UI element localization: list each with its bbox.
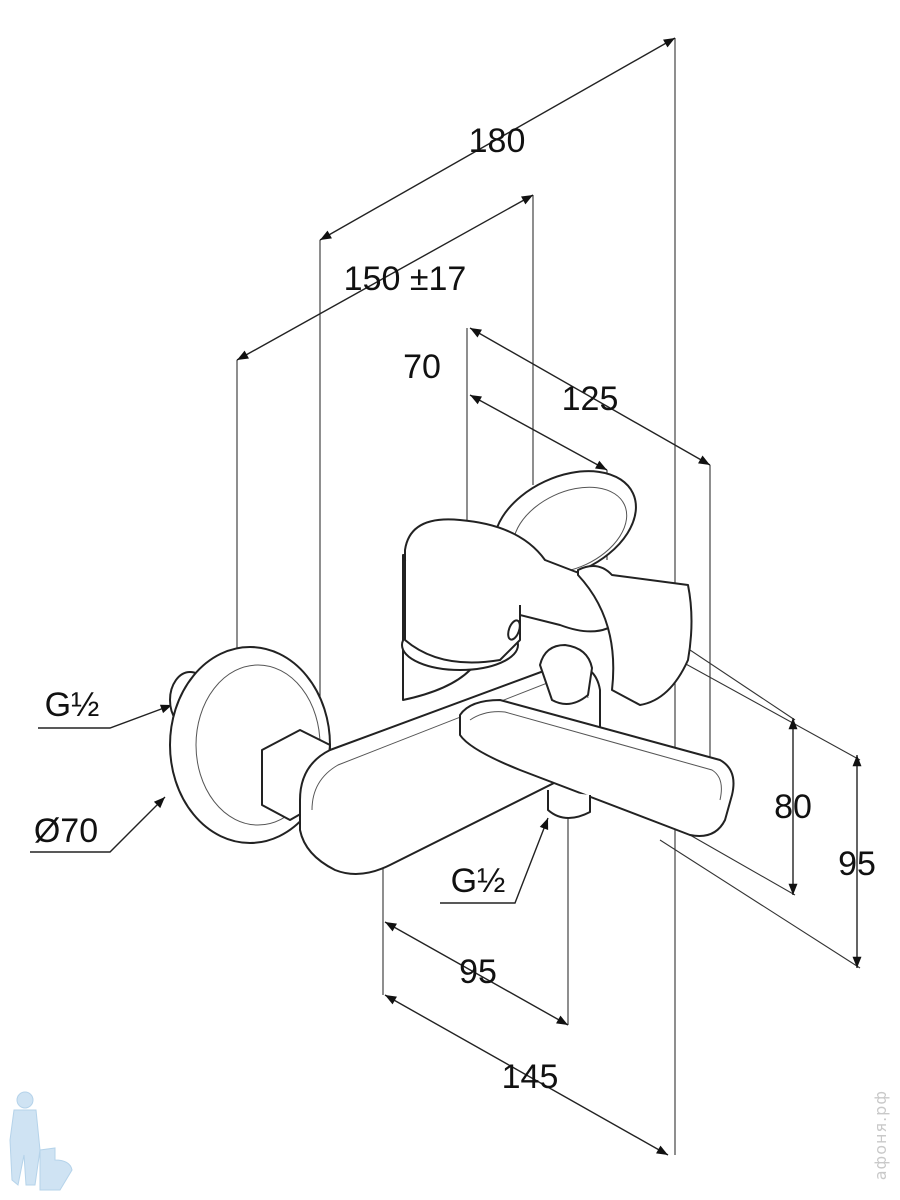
dim-label-145: 145	[502, 1058, 559, 1096]
dim-label-95-vertical: 95	[838, 845, 876, 883]
outlet-thread-label: G½	[451, 862, 506, 900]
dim-label-125: 125	[562, 380, 619, 418]
dim-label-80: 80	[774, 788, 812, 826]
escutcheon-diameter-label: Ø70	[34, 812, 98, 850]
dim-label-150: 150 ±17	[344, 260, 467, 298]
inlet-thread-label: G½	[45, 686, 100, 724]
watermark: афоня.рф	[871, 1090, 890, 1181]
dim-label-95-bottom: 95	[459, 953, 497, 991]
dim-label-70: 70	[403, 348, 441, 386]
dimension-lines	[30, 37, 862, 1156]
dim-label-180: 180	[469, 122, 526, 160]
plumber-mascot-logo	[9, 1091, 73, 1191]
faucet-illustration	[169, 470, 735, 875]
